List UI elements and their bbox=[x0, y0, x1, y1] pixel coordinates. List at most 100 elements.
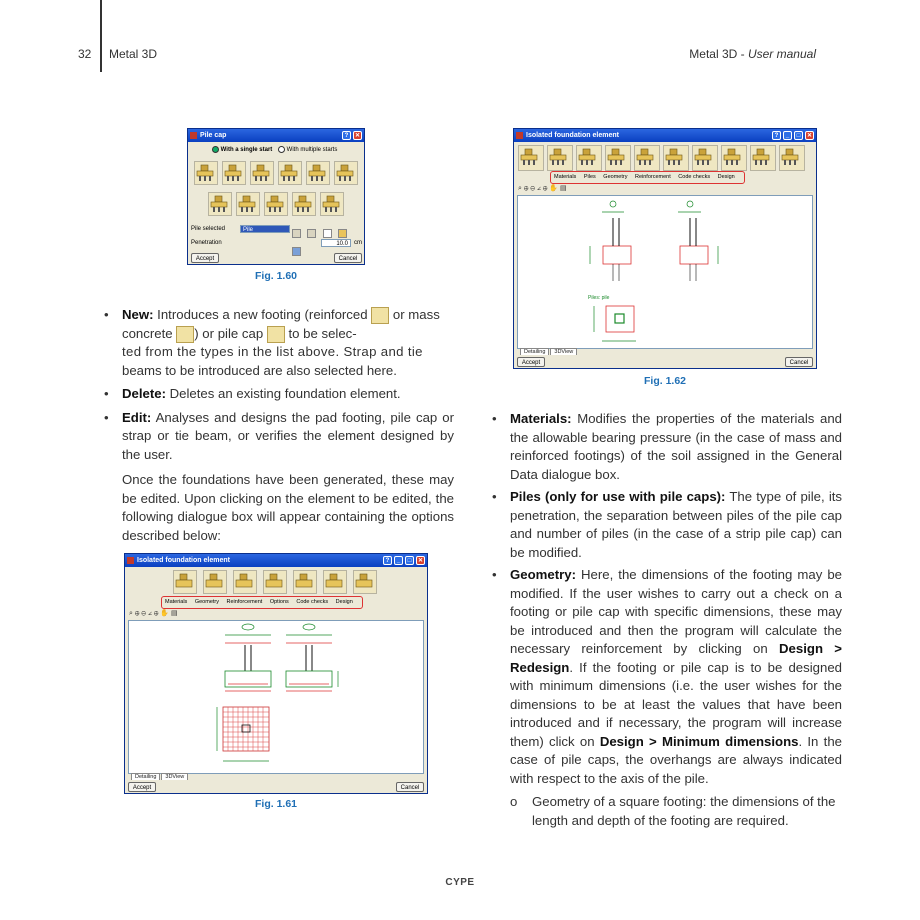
help-icon[interactable]: ? bbox=[342, 131, 351, 140]
print-icon[interactable]: ▤ bbox=[560, 185, 567, 192]
menu-piles[interactable]: Piles bbox=[583, 174, 596, 180]
close-icon[interactable]: ✕ bbox=[416, 556, 425, 565]
pile-cap-type-icon[interactable] bbox=[779, 145, 805, 171]
pile-foundation-title: Isolated foundation element bbox=[526, 132, 619, 139]
footing-type-icon[interactable] bbox=[353, 570, 377, 594]
menu-code-checks[interactable]: Code checks bbox=[678, 174, 711, 180]
zoom-in-icon[interactable]: ⊕ bbox=[153, 610, 159, 617]
zoom-window-icon[interactable]: ⌕ bbox=[518, 185, 522, 192]
pile-cap-type-icon[interactable] bbox=[194, 161, 218, 185]
open-folder-icon[interactable] bbox=[338, 229, 348, 238]
pile-cap-type-icon[interactable] bbox=[518, 145, 544, 171]
sub-bullet-text: Geometry of a square footing: the dimens… bbox=[532, 794, 836, 828]
radio-multiple-starts[interactable]: With multiple starts bbox=[278, 146, 337, 153]
pile-selected-select[interactable]: Pile bbox=[240, 225, 290, 233]
menu-materials[interactable]: Materials bbox=[554, 174, 577, 180]
pile-cap-type-icon[interactable] bbox=[292, 192, 316, 216]
cancel-button[interactable]: Cancel bbox=[785, 357, 813, 367]
footing-type-icon[interactable] bbox=[263, 570, 287, 594]
zoom-all-icon[interactable]: ⊕ bbox=[134, 610, 140, 617]
close-icon[interactable]: ✕ bbox=[353, 131, 362, 140]
help-icon[interactable]: ? bbox=[383, 556, 392, 565]
foundation-type-graphic bbox=[266, 195, 284, 212]
footing-type-icon[interactable] bbox=[203, 570, 227, 594]
pile-cap-type-icon[interactable] bbox=[634, 145, 660, 171]
pan-icon[interactable]: ✋ bbox=[160, 610, 170, 617]
piles-term: Piles (only for use with pile caps): bbox=[510, 489, 726, 504]
copy-icon[interactable] bbox=[307, 229, 317, 238]
sub-bullet-square-footing: o Geometry of a square footing: the dime… bbox=[492, 793, 842, 830]
accept-button[interactable]: Accept bbox=[128, 782, 156, 792]
pile-cap-type-icon[interactable] bbox=[576, 145, 602, 171]
zoom-all-icon[interactable]: ⊕ bbox=[523, 185, 529, 192]
pile-foundation-menubar: Materials Piles Geometry Reinforcement C… bbox=[550, 171, 745, 184]
menu-design[interactable]: Design bbox=[717, 174, 735, 180]
menu-code-checks[interactable]: Code checks bbox=[296, 599, 329, 605]
accept-button[interactable]: Accept bbox=[191, 253, 219, 263]
cancel-button[interactable]: Cancel bbox=[334, 253, 362, 263]
footing-type-icon[interactable] bbox=[323, 570, 347, 594]
menu-geometry[interactable]: Geometry bbox=[603, 174, 628, 180]
pile-cap-type-icon[interactable] bbox=[605, 145, 631, 171]
measure-icon[interactable]: ∠ bbox=[147, 610, 152, 617]
footing-type-icon[interactable] bbox=[173, 570, 197, 594]
cancel-button[interactable]: Cancel bbox=[396, 782, 424, 792]
foundation-type-graphic bbox=[224, 164, 242, 181]
footing-type-icon[interactable] bbox=[233, 570, 257, 594]
zoom-in-icon[interactable]: ⊕ bbox=[542, 185, 548, 192]
pile-cap-type-icon[interactable] bbox=[278, 161, 302, 185]
new-text-5: to be selec- bbox=[284, 325, 357, 341]
bullet-dot: • bbox=[104, 386, 109, 401]
pile-cap-type-icon[interactable] bbox=[320, 192, 344, 216]
tab-detailing[interactable]: Detailing bbox=[131, 773, 161, 780]
minimize-icon[interactable]: _ bbox=[394, 556, 403, 565]
figure-caption-1-62: Fig. 1.62 bbox=[643, 375, 686, 387]
pile-cap-type-icon[interactable] bbox=[721, 145, 747, 171]
geometry-text-2: . If the footing or pile cap is to be de… bbox=[510, 659, 842, 749]
piles-text: The type of pile, its penetration, the s… bbox=[510, 489, 843, 560]
penetration-input[interactable]: 10.0 bbox=[321, 239, 351, 247]
pile-cap-type-icon[interactable] bbox=[236, 192, 260, 216]
pile-cap-type-icon[interactable] bbox=[692, 145, 718, 171]
pile-cap-type-icon[interactable] bbox=[750, 145, 776, 171]
close-icon[interactable]: ✕ bbox=[805, 131, 814, 140]
accept-button[interactable]: Accept bbox=[517, 357, 545, 367]
zoom-window-icon[interactable]: ⌕ bbox=[129, 610, 133, 617]
tab-3dview[interactable]: 3DView bbox=[550, 348, 578, 355]
geometry-minimum-term: Design > Minimum dimensions bbox=[599, 733, 799, 749]
menu-geometry[interactable]: Geometry bbox=[194, 599, 219, 605]
pan-icon[interactable]: ✋ bbox=[549, 185, 559, 192]
pile-cap-type-icon[interactable] bbox=[208, 192, 232, 216]
pile-cap-type-icon[interactable] bbox=[663, 145, 689, 171]
pile-cap-type-icon[interactable] bbox=[306, 161, 330, 185]
help-icon[interactable]: ? bbox=[772, 131, 781, 140]
footing-type-icon[interactable] bbox=[293, 570, 317, 594]
edit-icon[interactable] bbox=[292, 229, 301, 238]
pile-cap-type-icon[interactable] bbox=[264, 192, 288, 216]
zoom-out-icon[interactable]: ⊖ bbox=[141, 610, 146, 617]
foundation-type-graphic bbox=[280, 164, 298, 181]
save-icon[interactable] bbox=[292, 247, 301, 256]
menu-design[interactable]: Design bbox=[335, 599, 353, 605]
menu-reinforcement[interactable]: Reinforcement bbox=[226, 599, 263, 605]
minimize-icon[interactable]: _ bbox=[783, 131, 792, 140]
print-icon[interactable]: ▤ bbox=[171, 610, 178, 617]
zoom-out-icon[interactable]: ⊖ bbox=[530, 185, 535, 192]
foundation-type-graphic bbox=[781, 148, 799, 165]
menu-options[interactable]: Options bbox=[269, 599, 289, 605]
app-icon bbox=[516, 132, 523, 139]
new-icon[interactable] bbox=[322, 229, 332, 238]
measure-icon[interactable]: ∠ bbox=[536, 185, 541, 192]
tab-detailing[interactable]: Detailing bbox=[520, 348, 550, 355]
radio-single-start[interactable]: With a single start bbox=[212, 146, 272, 153]
pile-cap-type-icon[interactable] bbox=[250, 161, 274, 185]
menu-materials[interactable]: Materials bbox=[165, 599, 188, 605]
maximize-icon[interactable]: □ bbox=[405, 556, 414, 565]
pile-cap-type-icon[interactable] bbox=[547, 145, 573, 171]
pile-cap-type-icon[interactable] bbox=[334, 161, 358, 185]
pile-cap-type-icon[interactable] bbox=[222, 161, 246, 185]
tab-3dview[interactable]: 3DView bbox=[161, 773, 189, 780]
menu-reinforcement[interactable]: Reinforcement bbox=[634, 174, 671, 180]
bullet-dot: • bbox=[104, 307, 109, 322]
maximize-icon[interactable]: □ bbox=[794, 131, 803, 140]
